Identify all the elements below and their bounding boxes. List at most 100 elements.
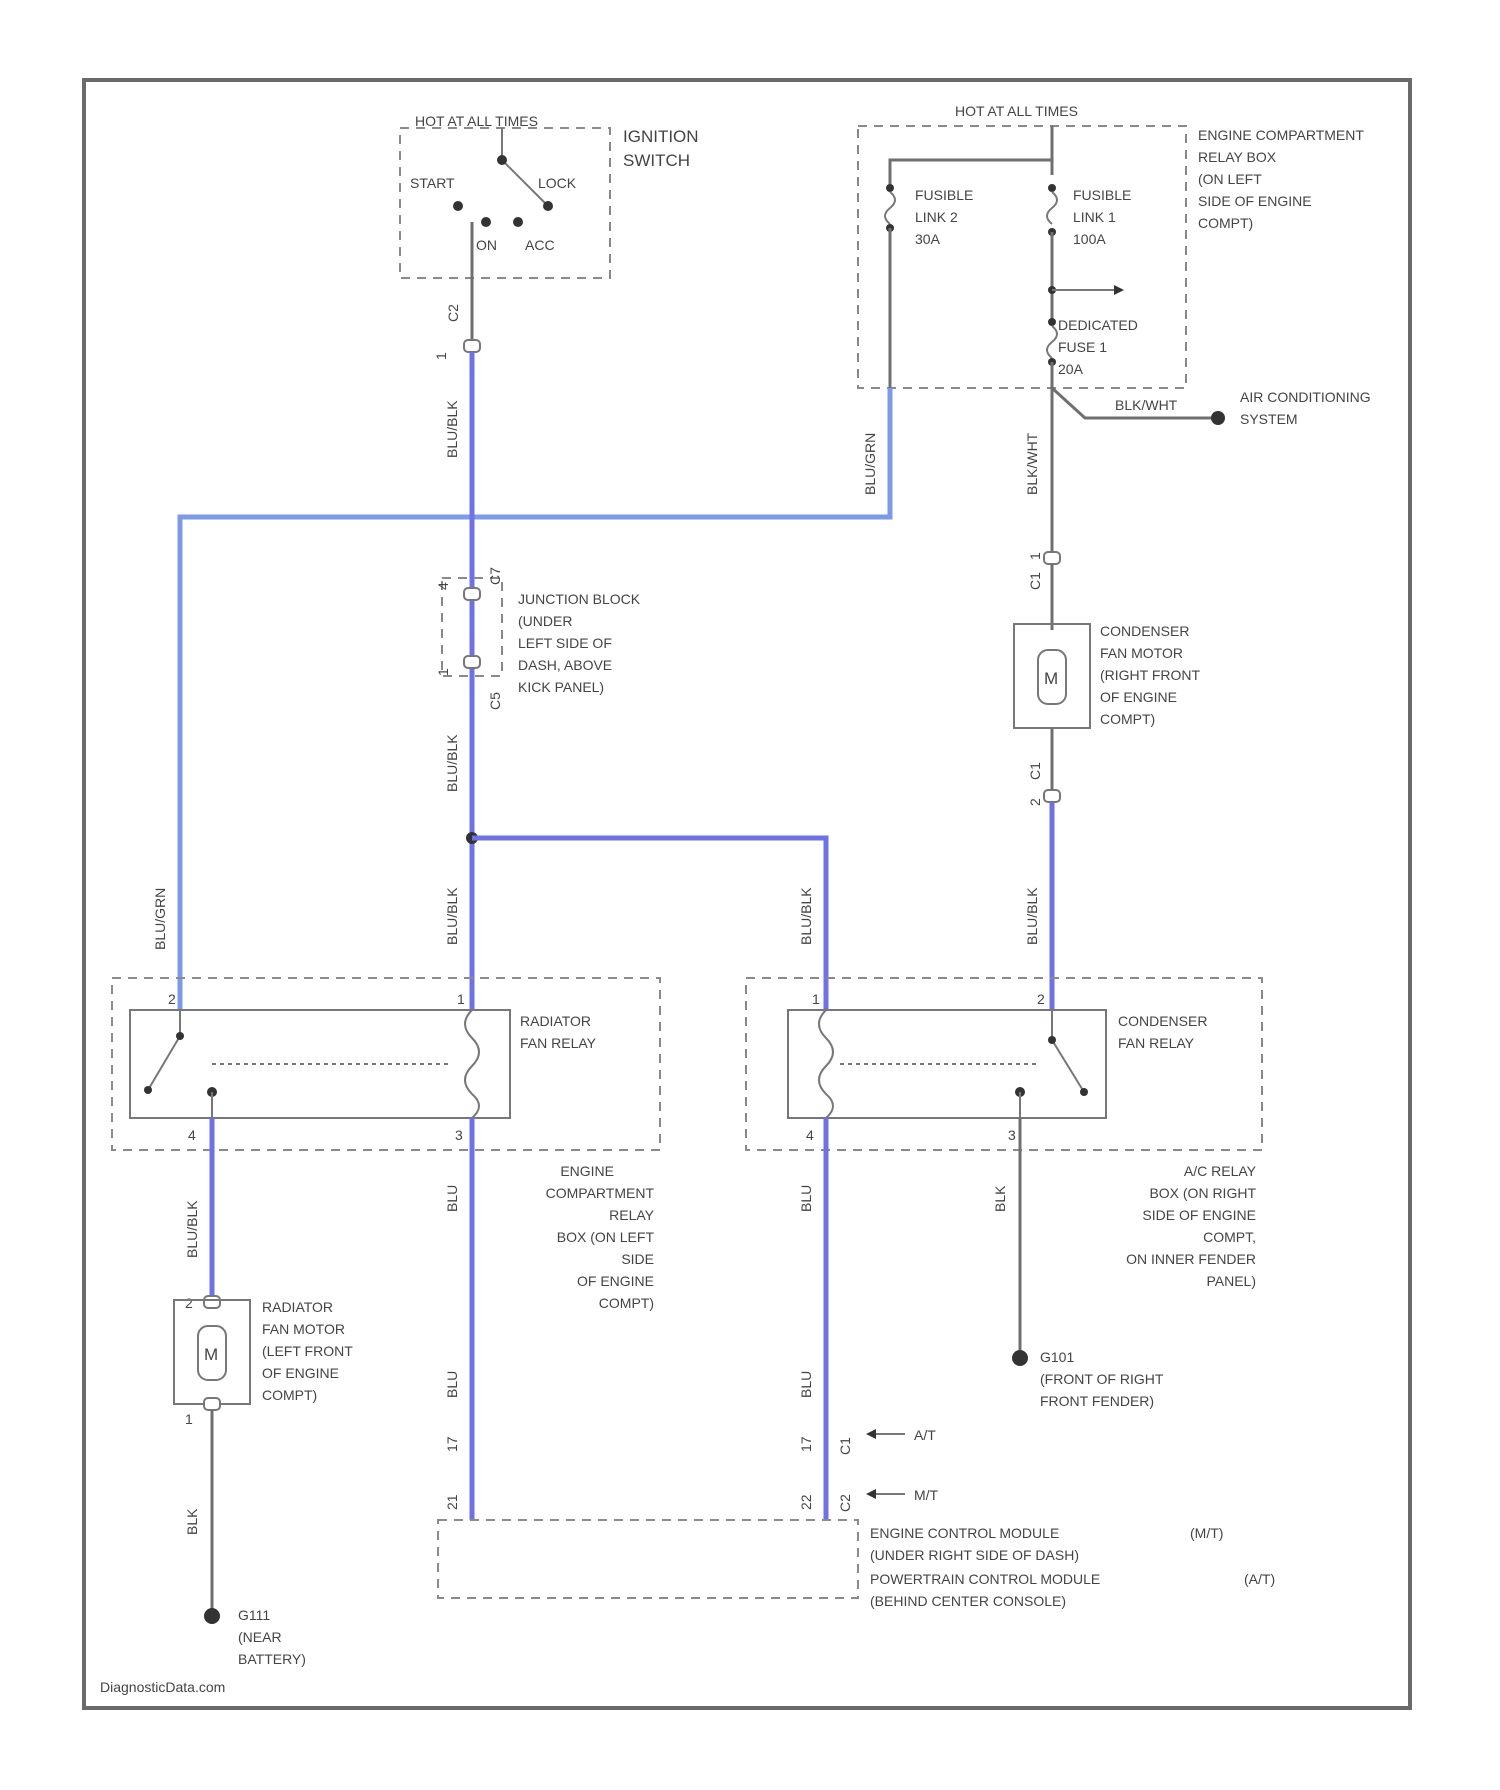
radiator-fan-motor-label-5: COMPT)	[262, 1387, 317, 1403]
ignition-switch: HOT AT ALL TIMES IGNITION SWITCH START L…	[400, 113, 699, 360]
ignition-contact-lock	[543, 201, 553, 211]
condenser-fan-relay-pin-2: 2	[1037, 991, 1045, 1007]
blu-grn-label-top: BLU/GRN	[862, 433, 878, 495]
radiator-fan-motor-label-1: RADIATOR	[262, 1299, 333, 1315]
relay-box-branch-arrowhead	[1114, 285, 1124, 295]
condenser-fan-motor-bottom-pin-number: 2	[1027, 798, 1043, 806]
ecm-right-pin-top-connector: C1	[837, 1437, 853, 1455]
relay-box-outline	[858, 126, 1186, 388]
ac-relay-box-label-4: COMPT,	[1203, 1229, 1256, 1245]
radiator-fan-motor-label-4: OF ENGINE	[262, 1365, 339, 1381]
condenser-relay-feed-label: BLU/BLK	[1024, 887, 1040, 945]
engine-relay-box-outline	[112, 978, 660, 1150]
ignition-connector-pin: 1	[433, 352, 449, 360]
radiator-fan-relay-pin-2: 2	[168, 991, 176, 1007]
ignition-lock-label: LOCK	[538, 175, 577, 191]
condenser-fan-relay-coil	[819, 1010, 833, 1118]
ignition-switch-label-1: IGNITION	[623, 127, 699, 146]
radiator-fan-relay-label-1: RADIATOR	[520, 1013, 591, 1029]
condenser-fan-motor-m: M	[1044, 669, 1058, 688]
ecm-label-2: (UNDER RIGHT SIDE OF DASH)	[870, 1547, 1079, 1563]
fusible-link-2-symbol	[885, 192, 895, 224]
fusible-link-1-label-1: FUSIBLE	[1073, 187, 1131, 203]
fusible-link-1-label-3: 100A	[1073, 231, 1106, 247]
mt-arrowhead	[866, 1489, 876, 1499]
radiator-fan-relay-coil	[465, 1010, 479, 1118]
ecm-label-mt: (M/T)	[1190, 1525, 1223, 1541]
relay-box-hot-label: HOT AT ALL TIMES	[955, 103, 1078, 119]
condenser-fan-relay-label-2: FAN RELAY	[1118, 1035, 1195, 1051]
condenser-fan-motor-label-4: OF ENGINE	[1100, 689, 1177, 705]
blu-blk-label-1: BLU/BLK	[444, 400, 460, 458]
radiator-fan-relay-switch-contact	[144, 1086, 152, 1094]
condenser-fan-motor-bottom-pin	[1044, 790, 1060, 802]
junction-block-bottom-connector: C5	[487, 692, 503, 710]
diagram-frame	[84, 80, 1410, 1708]
junction-block-top-pin-number: 4	[435, 582, 451, 590]
engine-relay-box-label-4: BOX (ON LEFT	[557, 1229, 655, 1245]
blu-blk-label-3: BLU/BLK	[444, 887, 460, 945]
junction-block: C7 4 C5 1 JUNCTION BLOCK (UNDER LEFT SID…	[435, 567, 641, 710]
condenser-fan-motor-top-pin	[1044, 552, 1060, 564]
ignition-connector	[464, 340, 480, 352]
blk-wht-label: BLK/WHT	[1024, 432, 1040, 495]
condenser-fan-relay-pin-3: 3	[1008, 1127, 1016, 1143]
dedicated-fuse-label-1: DEDICATED	[1058, 317, 1138, 333]
junction-block-top-connector: C7	[487, 567, 503, 585]
blu-label-right-2: BLU	[798, 1371, 814, 1398]
ecm-left-pin-top: 17	[444, 1436, 460, 1452]
ac-system-wire-color: BLK/WHT	[1115, 397, 1178, 413]
ground-g111-label-2: (NEAR	[238, 1629, 282, 1645]
radiator-fan-motor-m: M	[204, 1345, 218, 1364]
ac-relay-box-label-2: BOX (ON RIGHT	[1149, 1185, 1256, 1201]
junction-block-label-2: (UNDER	[518, 613, 572, 629]
ecm-left-pin-bottom: 21	[444, 1494, 460, 1510]
radiator-fan-relay-label-2: FAN RELAY	[520, 1035, 597, 1051]
ac-relay-box-label-6: PANEL)	[1206, 1273, 1256, 1289]
ac-relay-box-label-3: SIDE OF ENGINE	[1142, 1207, 1256, 1223]
junction-block-top-pin	[464, 588, 480, 600]
ignition-contact-on	[481, 217, 491, 227]
radiator-fan-motor-top-pin	[204, 1296, 220, 1308]
engine-control-module: ENGINE CONTROL MODULE (M/T) (UNDER RIGHT…	[438, 1520, 1275, 1609]
blu-blk-label-motor: BLU/BLK	[184, 1200, 200, 1258]
condenser-fan-motor-label-1: CONDENSER	[1100, 623, 1189, 639]
condenser-fan-motor-top-connector: C1	[1027, 572, 1043, 590]
relay-box-bus	[890, 160, 1052, 185]
ignition-pivot	[497, 155, 507, 165]
at-arrowhead	[866, 1429, 876, 1439]
junction-block-bottom-pin-number: 1	[435, 668, 451, 676]
radiator-fan-relay-pin-4: 4	[188, 1127, 196, 1143]
ignition-hot-label: HOT AT ALL TIMES	[415, 113, 538, 129]
engine-relay-box-label-1: ENGINE	[560, 1163, 614, 1179]
condenser-fan-relay-switch-pivot	[1048, 1036, 1056, 1044]
engine-relay-box-label-2: COMPARTMENT	[546, 1185, 655, 1201]
radiator-fan-motor-bottom-pin-number: 1	[185, 1411, 193, 1427]
condenser-fan-motor: C1 1 M CONDENSER FAN MOTOR (RIGHT FRONT …	[1014, 552, 1201, 806]
condenser-fan-motor-bottom-connector: C1	[1027, 762, 1043, 780]
fusible-link-1-symbol	[1047, 192, 1057, 224]
dedicated-fuse-label-3: 20A	[1058, 361, 1084, 377]
ecm-label-3: POWERTRAIN CONTROL MODULE	[870, 1571, 1100, 1587]
junction-block-label-3: LEFT SIDE OF	[518, 635, 612, 651]
radiator-fan-motor-label-2: FAN MOTOR	[262, 1321, 345, 1337]
ac-relay-box-label-5: ON INNER FENDER	[1126, 1251, 1256, 1267]
radiator-fan-relay: 2 1 4 3 RADIATOR FAN RELAY ENGINE COMPAR…	[112, 978, 660, 1311]
ground-g111-label-1: G111	[238, 1607, 270, 1623]
fusible-link-1-top	[1048, 184, 1056, 192]
fusible-link-2-top	[886, 184, 894, 192]
ecm-label-1: ENGINE CONTROL MODULE	[870, 1525, 1059, 1541]
at-label: A/T	[914, 1427, 936, 1443]
blu-grn-wire	[180, 388, 890, 1010]
condenser-fan-relay-label-1: CONDENSER	[1118, 1013, 1207, 1029]
radiator-fan-relay-switch-pivot	[176, 1032, 184, 1040]
ignition-acc-label: ACC	[525, 237, 555, 253]
condenser-fan-relay-switch-contact	[1080, 1088, 1088, 1096]
radiator-fan-motor-bottom-pin	[204, 1398, 220, 1410]
ecm-right-pin-top: 17	[798, 1436, 814, 1452]
relay-box-name-2: RELAY BOX	[1198, 149, 1277, 165]
blu-label-left-1: BLU	[444, 1185, 460, 1212]
junction-block-label-1: JUNCTION BLOCK	[518, 591, 641, 607]
ignition-start-label: START	[410, 175, 455, 191]
ignition-connector-plug: C2	[445, 304, 461, 322]
